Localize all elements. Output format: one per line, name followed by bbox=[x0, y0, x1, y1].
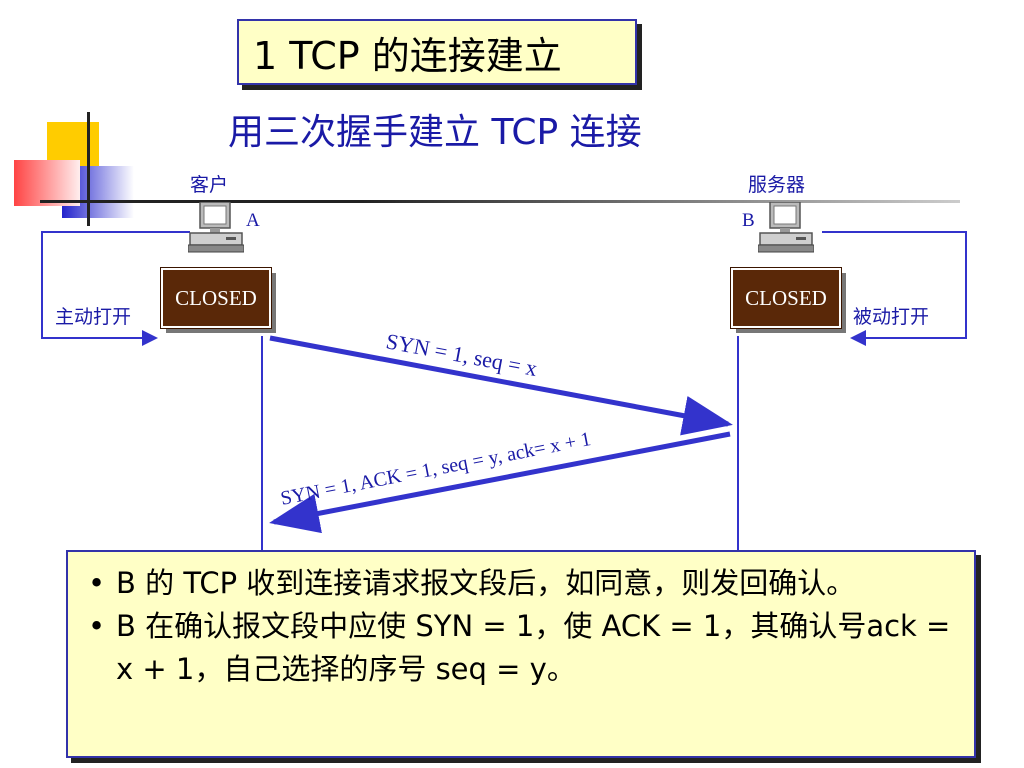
explanation-box: B 的 TCP 收到连接请求报文段后，如同意，则发回确认。 B 在确认报文段中应… bbox=[66, 550, 976, 758]
client-action-label: 主动打开 bbox=[55, 306, 132, 328]
server-role-label: 服务器 bbox=[748, 174, 806, 196]
page-title: 1 TCP 的连接建立 bbox=[237, 19, 637, 85]
client-open-loop bbox=[41, 231, 190, 346]
decor-horizontal-line bbox=[40, 200, 960, 203]
server-state-closed: CLOSED bbox=[730, 267, 842, 329]
explanation-item: B 的 TCP 收到连接请求报文段后，如同意，则发回确认。 bbox=[84, 562, 958, 605]
client-host-label: A bbox=[246, 210, 260, 231]
computer-icon bbox=[757, 201, 815, 254]
client-state-closed: CLOSED bbox=[160, 267, 272, 329]
explanation-item: B 在确认报文段中应使 SYN = 1，使 ACK = 1，其确认号ack = … bbox=[84, 605, 958, 691]
subtitle: 用三次握手建立 TCP 连接 bbox=[228, 112, 642, 153]
syn-arrow bbox=[269, 335, 733, 436]
page-title-text: 1 TCP 的连接建立 bbox=[253, 33, 562, 78]
decor-vertical-line bbox=[87, 112, 90, 226]
server-host-label: B bbox=[742, 210, 755, 231]
server-action-label: 被动打开 bbox=[853, 306, 930, 328]
server-open-loop bbox=[822, 231, 967, 346]
client-role-label: 客户 bbox=[190, 174, 229, 196]
computer-icon bbox=[187, 201, 245, 254]
syn-ack-arrow bbox=[269, 431, 731, 534]
explanation-list: B 的 TCP 收到连接请求报文段后，如同意，则发回确认。 B 在确认报文段中应… bbox=[84, 562, 958, 691]
decor-red-square bbox=[14, 160, 80, 206]
